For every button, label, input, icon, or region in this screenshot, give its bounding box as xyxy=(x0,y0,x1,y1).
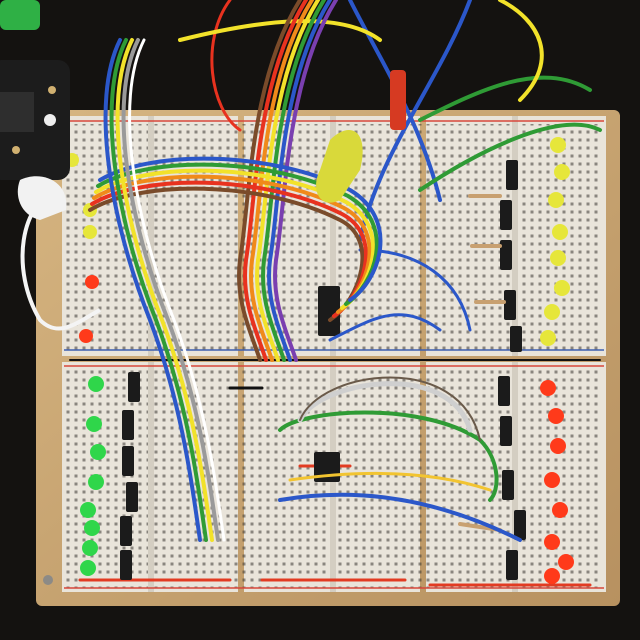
channel xyxy=(512,362,518,592)
alligator-clip-yellow xyxy=(316,130,363,203)
led-green xyxy=(80,560,96,576)
channel xyxy=(148,362,154,592)
led-yellow xyxy=(552,224,568,240)
white-clip xyxy=(17,176,67,220)
led-green xyxy=(80,502,96,518)
led-green xyxy=(88,376,104,392)
led-red xyxy=(552,502,568,518)
led-red xyxy=(540,380,556,396)
led-green xyxy=(84,520,100,536)
screw-bottom-left xyxy=(43,575,53,585)
led-green xyxy=(90,444,106,460)
transistors xyxy=(120,160,526,580)
microcontroller-board xyxy=(0,60,70,180)
led-yellow xyxy=(544,304,560,320)
led-column-yellow xyxy=(540,137,570,346)
channel xyxy=(512,116,518,356)
resistors xyxy=(458,194,506,532)
led-red xyxy=(544,568,560,584)
led-red xyxy=(544,472,560,488)
ribbon-cable-left-drop xyxy=(103,38,226,542)
led-yellow xyxy=(554,280,570,296)
led-green xyxy=(86,416,102,432)
alligator-clip-red xyxy=(390,70,406,130)
channel xyxy=(148,116,154,356)
led-red xyxy=(544,534,560,550)
alligator-clip-green xyxy=(0,0,40,30)
led-red xyxy=(548,408,564,424)
led-column-green xyxy=(80,376,106,576)
led-yellow xyxy=(548,192,564,208)
ribbon-cable-main xyxy=(237,0,338,362)
led-column-red xyxy=(540,380,574,584)
led-red xyxy=(550,438,566,454)
led-yellow xyxy=(550,137,566,153)
led-yellow xyxy=(554,164,570,180)
rail-jumpers xyxy=(69,359,601,587)
led-green xyxy=(88,474,104,490)
led-yellow xyxy=(550,250,566,266)
led-green xyxy=(82,540,98,556)
led-yellow xyxy=(540,330,556,346)
led-red xyxy=(558,554,574,570)
channel xyxy=(330,116,336,356)
